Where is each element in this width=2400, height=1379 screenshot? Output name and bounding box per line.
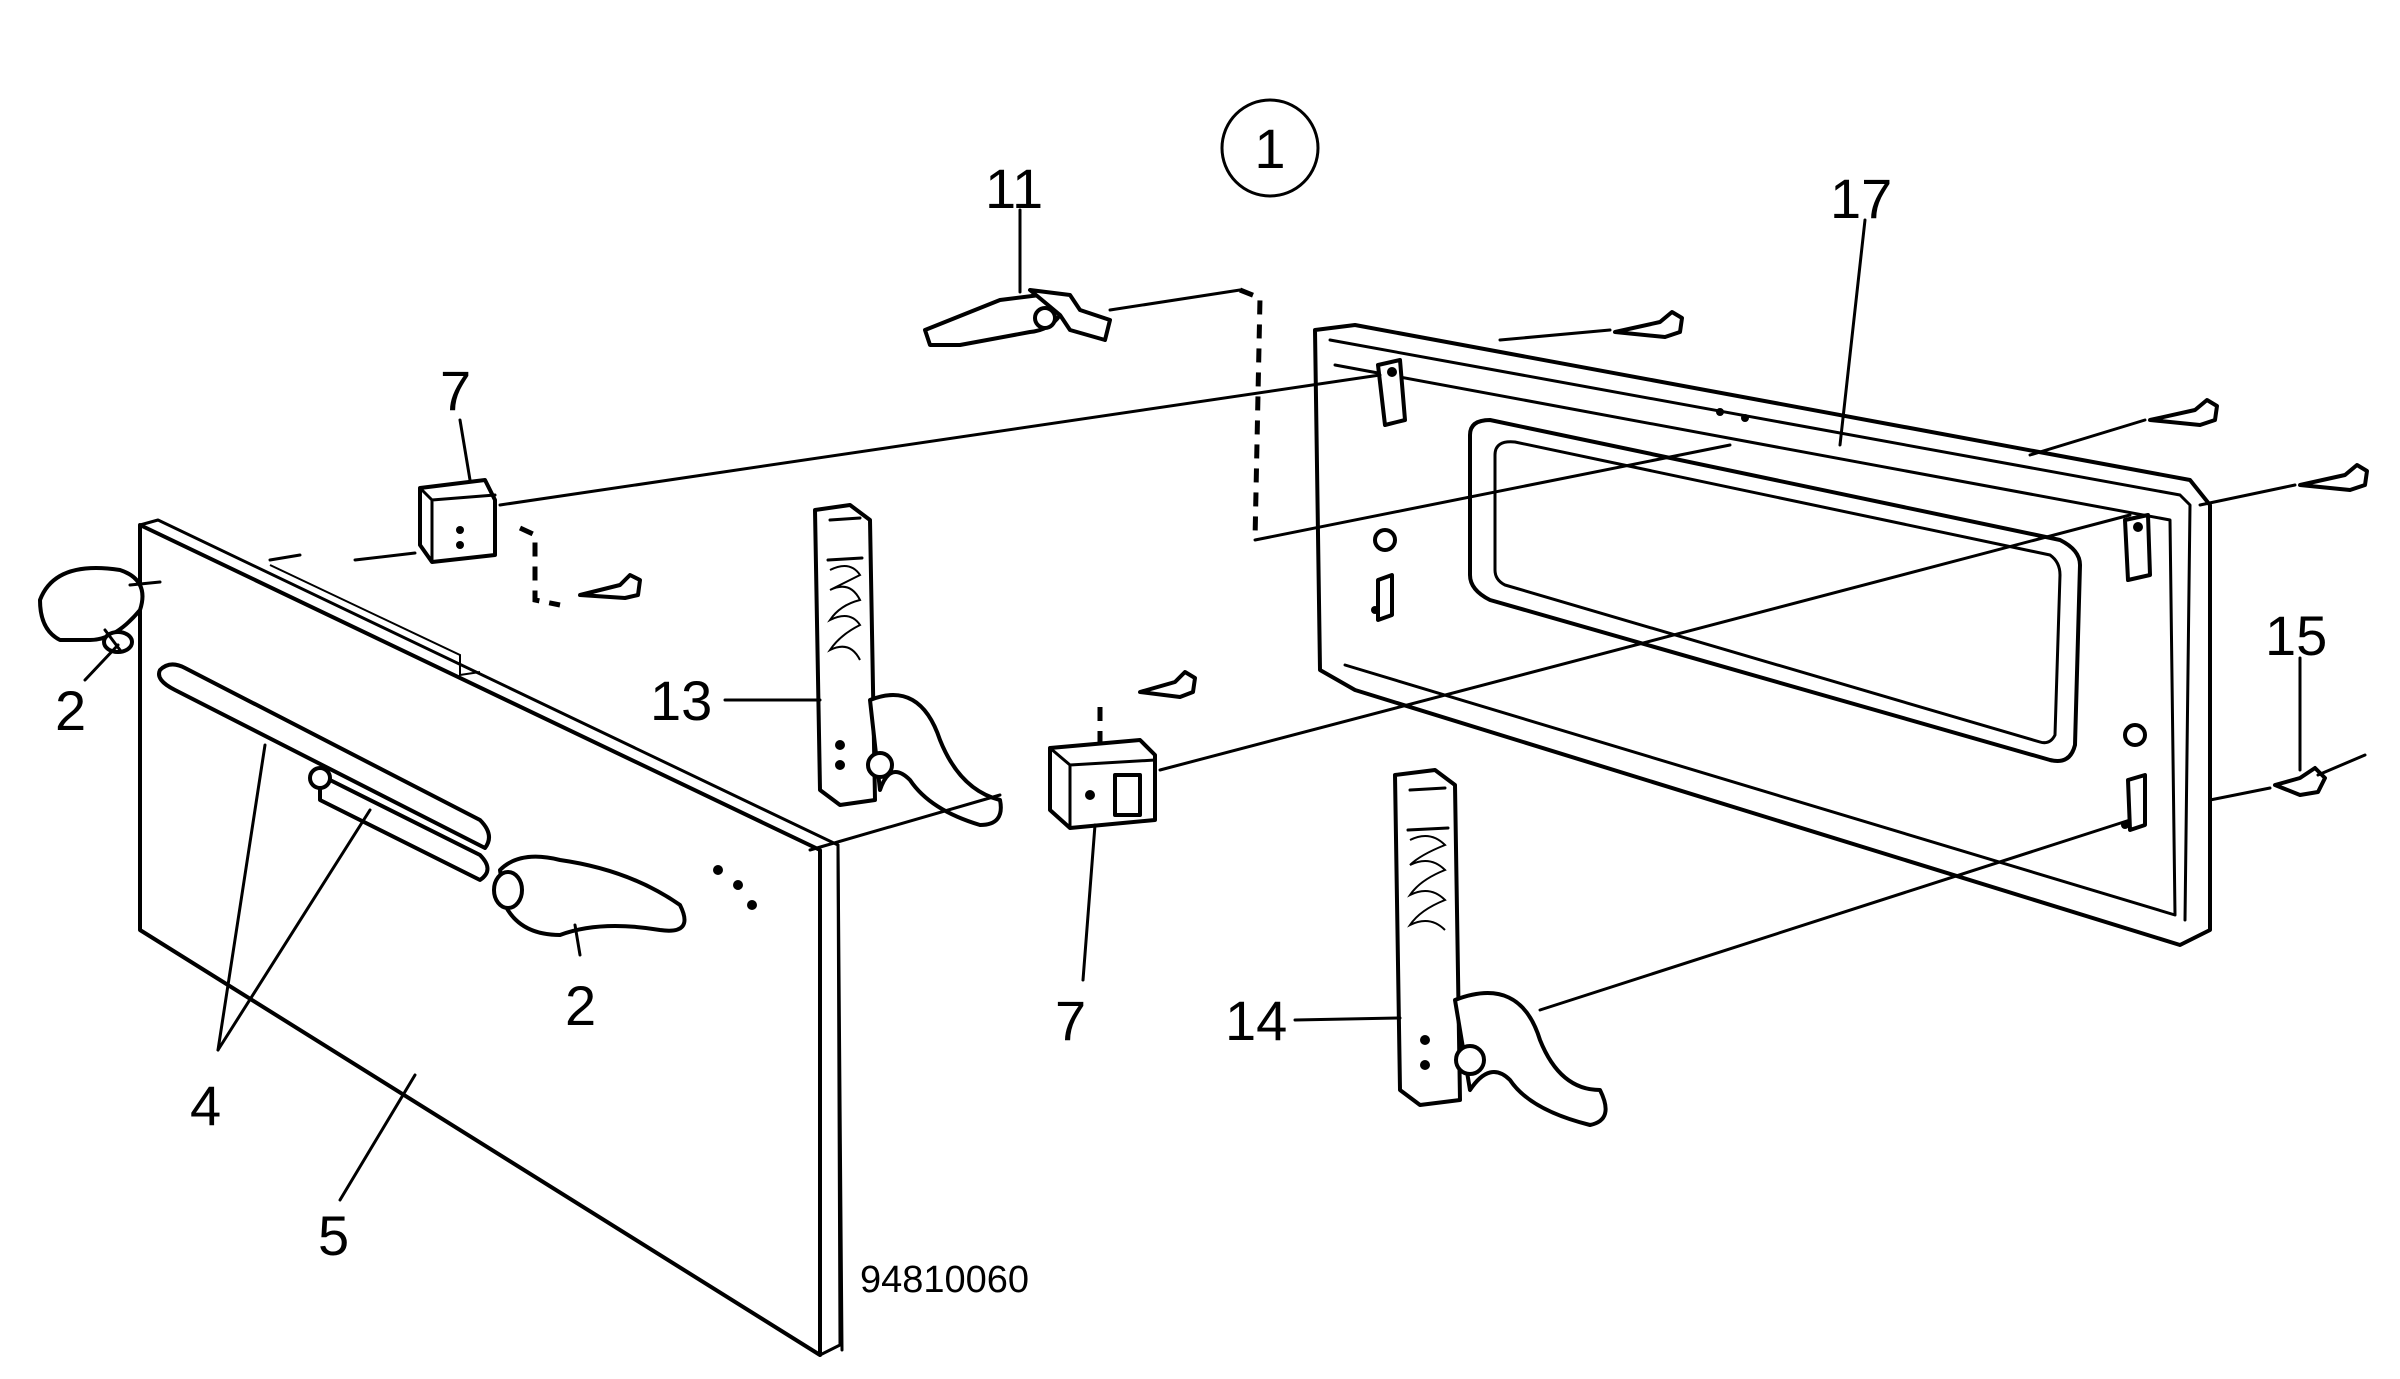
screw-middle <box>1138 670 1197 699</box>
front-door-panel <box>138 518 844 1357</box>
hinge-left <box>813 503 1003 827</box>
handle-endcap-right <box>492 854 687 937</box>
label-11: 11 <box>985 157 1043 220</box>
hinge-right <box>1393 768 1608 1127</box>
label-2-right: 2 <box>565 974 596 1037</box>
callout-leaders <box>83 208 2302 1202</box>
lever <box>923 288 1112 347</box>
label-2-left: 2 <box>55 679 86 742</box>
screw-frame-2 <box>2148 398 2219 427</box>
screw-frame-1 <box>1613 310 1684 339</box>
assembly-lines <box>128 288 2297 1012</box>
screw-upper-left <box>578 573 642 600</box>
clip-upper <box>418 478 497 564</box>
label-7-lower: 7 <box>1055 989 1086 1052</box>
label-14: 14 <box>1225 989 1287 1052</box>
drawing-code: 94810060 <box>860 1259 1029 1301</box>
clip-lower <box>1048 738 1157 830</box>
label-13: 13 <box>650 669 712 732</box>
label-17: 17 <box>1830 167 1892 230</box>
inner-door-frame <box>1313 323 2212 947</box>
assembly-number-badge: 1 <box>1220 98 1320 198</box>
label-7-upper: 7 <box>440 359 471 422</box>
screw-frame-3 <box>2298 463 2369 492</box>
label-15: 15 <box>2265 604 2327 667</box>
assembly-number: 1 <box>1254 117 1285 180</box>
screw-15 <box>2273 753 2367 797</box>
handle-endcap-left <box>38 566 145 654</box>
label-4: 4 <box>190 1074 221 1137</box>
label-5: 5 <box>318 1204 349 1267</box>
